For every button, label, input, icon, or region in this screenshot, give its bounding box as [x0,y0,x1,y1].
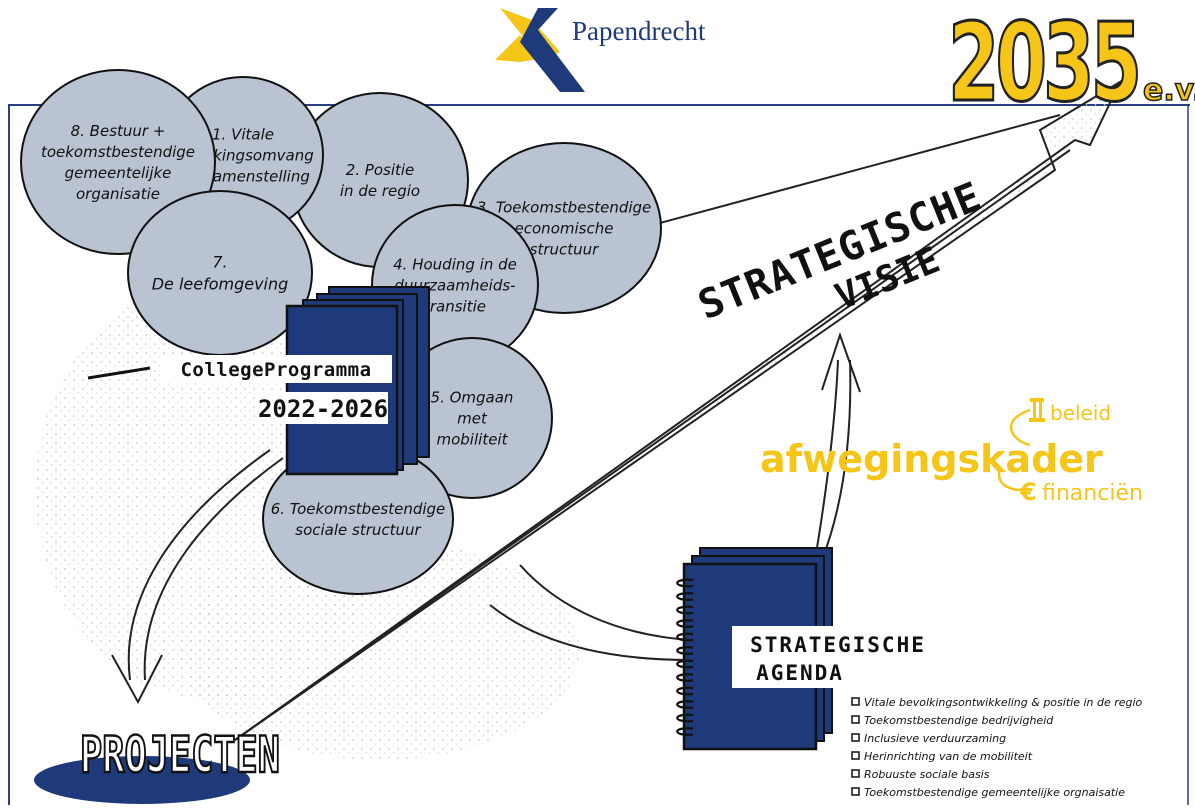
agenda-item: Inclusieve verduurzaming [864,732,1006,745]
theme-circle: 5. Omgaan met mobiliteit [391,337,553,499]
themes-cluster: 3. Toekomstbestendige economische structuu… [20,69,662,595]
college-title: CollegeProgramma [180,359,371,381]
notebook-spiral [676,578,694,736]
agenda-list: Vitale bevolkingsontwikkeling & positie … [851,696,1143,799]
agenda-title-box [732,626,944,688]
agenda-bullet-icon [851,733,860,742]
theme-circle-text: economische [515,219,614,237]
theme-circle-text: 1. Vitale [212,125,274,143]
theme-circle-shape [127,190,313,356]
spiral-ring [676,659,694,669]
theme-circle-text: sociale structuur [295,521,421,539]
theme-circle-text: in de regio [340,182,420,200]
agenda-bullet-icon [851,715,860,724]
theme-circle-text: 3. Toekomstbestendige [477,198,652,216]
projecten-label: PROJECTEN [80,726,280,784]
afwegingskader: afwegingskader beleid € financiën [760,398,1143,506]
visie-arrow-lower-edge [234,149,1071,741]
theme-circle: 7. De leefomgeving [127,190,313,356]
agenda-to-visie-arrow-b [821,359,852,561]
theme-circle-text: met [457,409,488,427]
theme-circle-text: structuur [530,240,600,258]
logo-blue-shape [520,8,585,92]
projecten: PROJECTEN [34,725,281,804]
agenda-item: Robuuste sociale basis [864,768,990,781]
agenda-item: Vitale bevolkingsontwikkeling & positie … [864,696,1143,709]
spiral-ring [676,700,694,709]
afwegingskader-brace-top [1009,408,1031,447]
strategische-agenda: STRATEGISCHE AGENDA Vitale bevolkingsont… [676,547,1143,799]
spiral-ring [676,578,694,588]
arrow-to-agenda-1 [519,564,691,641]
college-programma: CollegeProgramma 2022-2026 [87,286,430,476]
agenda-bullet-icon [851,787,860,796]
year-badge: 2035 e.v. [947,0,1195,128]
pillar-icon [1029,398,1045,422]
agenda-bullet-icon [851,697,860,706]
theme-circle-text: 2. Positie [346,161,415,179]
afwegingskader-label: afwegingskader [760,437,1103,481]
spiral-ring [676,619,694,628]
projecten-arrowhead [111,654,163,705]
beleid-label: beleid [1050,401,1111,425]
spiral-ring [676,592,694,601]
theme-circle-text: organisatie [76,185,160,203]
spiral-ring [676,727,694,736]
college-years-box [258,392,388,424]
texture-bottom [180,540,580,760]
theme-circle-text: mobiliteit [437,430,509,448]
financien-label: financiën [1042,481,1143,506]
agenda-item: Toekomstbestendige gemeentelijke orgnais… [864,786,1125,799]
college-dash [87,366,151,380]
arrow-to-agenda-2 [489,604,691,661]
agenda-item: Herinrichting van de mobiliteit [864,750,1033,763]
college-to-projecten-arrow-b [143,457,284,681]
spiral-ring [676,686,694,696]
spiral-ring [676,673,694,682]
theme-circle-text: 5. Omgaan [431,388,514,406]
college-to-projecten-arrow [127,449,271,681]
college-title-box [160,355,392,383]
visie-arrow-wedge [234,79,1123,741]
theme-circle-text: 7. [212,253,227,272]
agenda-to-visie-arrow [814,359,839,561]
theme-circle-text: De leefomgeving [152,275,289,294]
spiral-ring [676,632,694,642]
spiral-ring [676,646,694,655]
year-suffix: e.v. [1143,73,1195,108]
theme-circle-text: 6. Toekomstbestendige [271,500,446,518]
college-years: 2022-2026 [258,395,388,423]
theme-circle-text: toekomstbestendige [41,143,195,161]
agenda-bullet-icon [851,751,860,760]
agenda-item: Toekomstbestendige bedrijvigheid [864,714,1054,727]
agenda-bullet-icon [851,769,860,778]
agenda-line2: AGENDA [756,661,844,685]
year-number: 2035 [948,1,1138,126]
spiral-ring [676,713,694,723]
spiral-ring [676,605,694,615]
agenda-to-visie-arrowhead [821,331,861,393]
papendrecht-logo: Papendrecht [495,8,706,92]
theme-circle-text: gemeentelijke [65,164,172,182]
projecten-base [34,756,250,804]
agenda-line1: STRATEGISCHE [750,633,926,657]
theme-circle-text: 8. Bestuur + [71,122,166,140]
theme-circle-text: transitie [424,297,486,315]
theme-circle: 6. Toekomstbestendige sociale structuur [262,443,454,595]
euro-icon: € [1019,478,1037,506]
theme-circle-text: 4. Houding in de [393,255,517,273]
logo-text: Papendrecht [572,16,706,46]
booklet-front [285,304,399,476]
afwegingskader-brace-bottom [997,467,1033,492]
